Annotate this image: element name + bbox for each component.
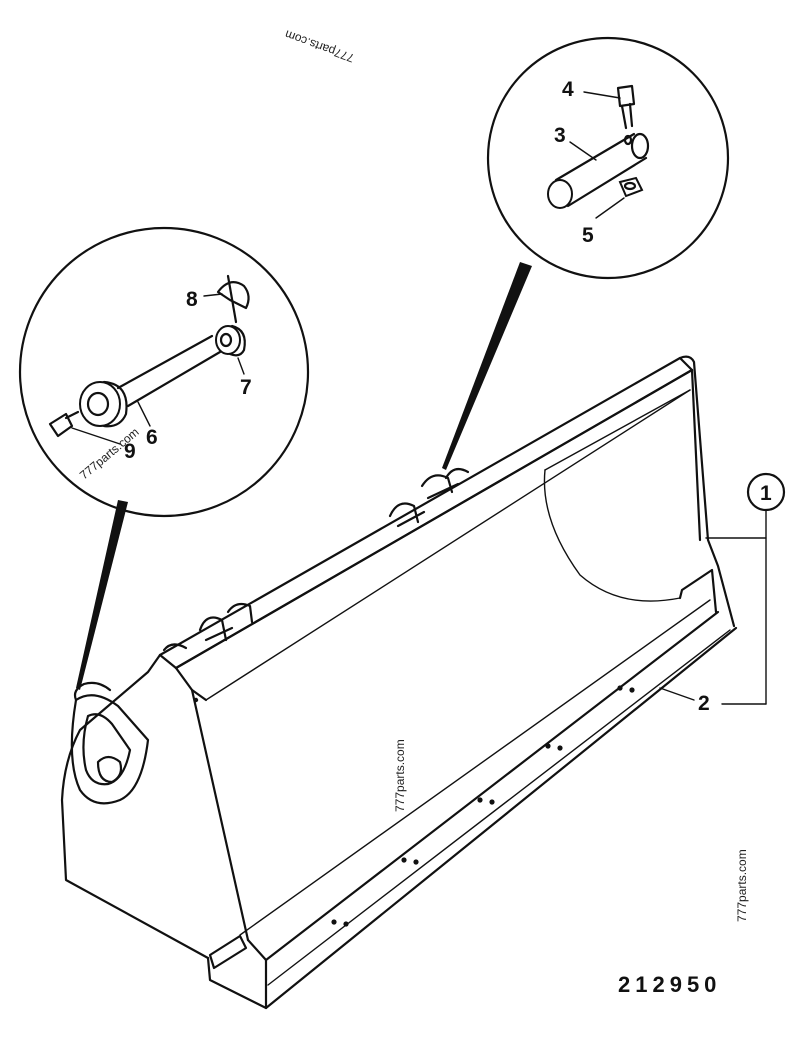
callout-8: 8	[186, 288, 198, 311]
detail-leader-right	[442, 262, 532, 470]
callout-1: 1	[760, 482, 772, 505]
pin-assembly-detail	[18, 226, 310, 518]
watermark-top: 777parts.com	[283, 27, 356, 65]
callout-6: 6	[146, 426, 158, 449]
watermark-center: 777parts.com	[393, 739, 407, 812]
bolt-detail	[486, 36, 730, 280]
bucket	[60, 355, 738, 1010]
callout-3: 3	[554, 124, 566, 147]
callout-9: 9	[124, 440, 136, 463]
callout-7: 7	[240, 376, 252, 399]
callout-2: 2	[698, 692, 710, 715]
callout-5: 5	[582, 224, 594, 247]
watermark-right: 777parts.com	[735, 849, 749, 922]
detail-leader-left	[76, 500, 128, 690]
drawing-number: 212950	[618, 972, 722, 997]
callout-4: 4	[562, 78, 574, 101]
